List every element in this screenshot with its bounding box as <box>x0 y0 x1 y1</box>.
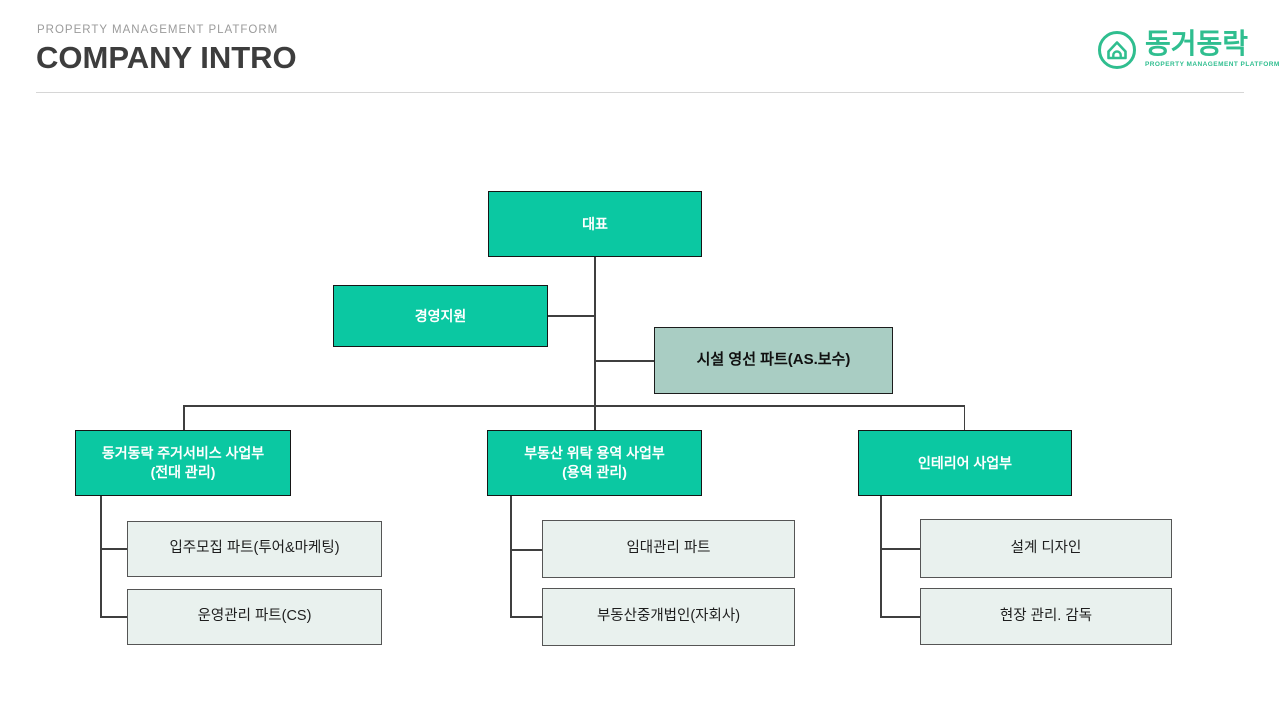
connector-staff-right <box>595 360 654 362</box>
connector-col3-vertical <box>880 496 882 617</box>
connector-drop-left <box>183 405 185 430</box>
connector-drop-right <box>963 405 965 430</box>
connector-col2-vertical <box>510 496 512 617</box>
org-box-lease-management-part: 임대관리 파트 <box>542 520 795 578</box>
division1-label-line1: 동거동락 주거서비스 사업부 <box>101 445 265 462</box>
logo-caption: PROPERTY MANAGEMENT PLATFORM <box>1145 61 1280 68</box>
connector-main-horizontal <box>183 405 965 407</box>
org-box-facility-maintenance: 시설 영선 파트(AS.보수) <box>654 327 893 394</box>
movein-recruit-label: 입주모집 파트(투어&마케팅) <box>169 540 340 557</box>
org-box-division-interior: 인테리어 사업부 <box>858 430 1072 496</box>
org-box-operation-management-part: 운영관리 파트(CS) <box>127 589 382 645</box>
header-subtitle: PROPERTY MANAGEMENT PLATFORM <box>37 24 279 36</box>
logo-wordmark: 동거동락 <box>1145 28 1249 59</box>
company-logo: 동거동락 PROPERTY MANAGEMENT PLATFORM <box>1096 29 1280 76</box>
brokerage-corporation-label: 부동산중개법인(자회사) <box>596 608 741 625</box>
org-box-movein-recruit-part: 입주모집 파트(투어&마케팅) <box>127 521 382 577</box>
connector-col1-stub1 <box>100 548 127 550</box>
connector-col2-stub2 <box>510 616 542 618</box>
org-box-brokerage-corporation: 부동산중개법인(자회사) <box>542 588 795 646</box>
org-box-management-support-label: 경영지원 <box>414 307 467 324</box>
division2-label-line1: 부동산 위탁 용역 사업부 <box>524 445 665 462</box>
connector-drop-mid <box>594 405 596 430</box>
org-box-division-realestate-consignment: 부동산 위탁 용역 사업부 (용역 관리) <box>487 430 702 496</box>
operation-management-label: 운영관리 파트(CS) <box>197 608 312 625</box>
org-box-site-management: 현장 관리. 감독 <box>920 588 1172 645</box>
connector-staff-left <box>548 315 595 317</box>
page-title: COMPANY INTRO <box>36 40 297 75</box>
connector-col3-stub2 <box>880 616 920 618</box>
division2-label-line2: (용역 관리) <box>562 464 627 480</box>
org-box-division-residence-service: 동거동락 주거서비스 사업부 (전대 관리) <box>75 430 291 496</box>
org-box-design: 설계 디자인 <box>920 519 1172 578</box>
org-box-ceo: 대표 <box>488 191 702 257</box>
house-in-circle-icon <box>1096 29 1138 76</box>
connector-root-vertical <box>594 257 596 405</box>
division3-label-line1: 인테리어 사업부 <box>917 454 1013 471</box>
org-box-ceo-label: 대표 <box>582 215 608 232</box>
org-box-management-support: 경영지원 <box>333 285 548 347</box>
org-box-facility-maintenance-label: 시설 영선 파트(AS.보수) <box>696 351 851 369</box>
connector-col2-stub1 <box>510 549 542 551</box>
connector-col3-stub1 <box>880 548 920 550</box>
site-management-label: 현장 관리. 감독 <box>999 607 1093 624</box>
header-divider <box>36 92 1244 93</box>
lease-management-label: 임대관리 파트 <box>626 540 711 557</box>
connector-col1-stub2 <box>100 616 127 618</box>
connector-col1-vertical <box>100 496 102 617</box>
design-label: 설계 디자인 <box>1010 539 1082 556</box>
division1-label-line2: (전대 관리) <box>150 464 216 480</box>
